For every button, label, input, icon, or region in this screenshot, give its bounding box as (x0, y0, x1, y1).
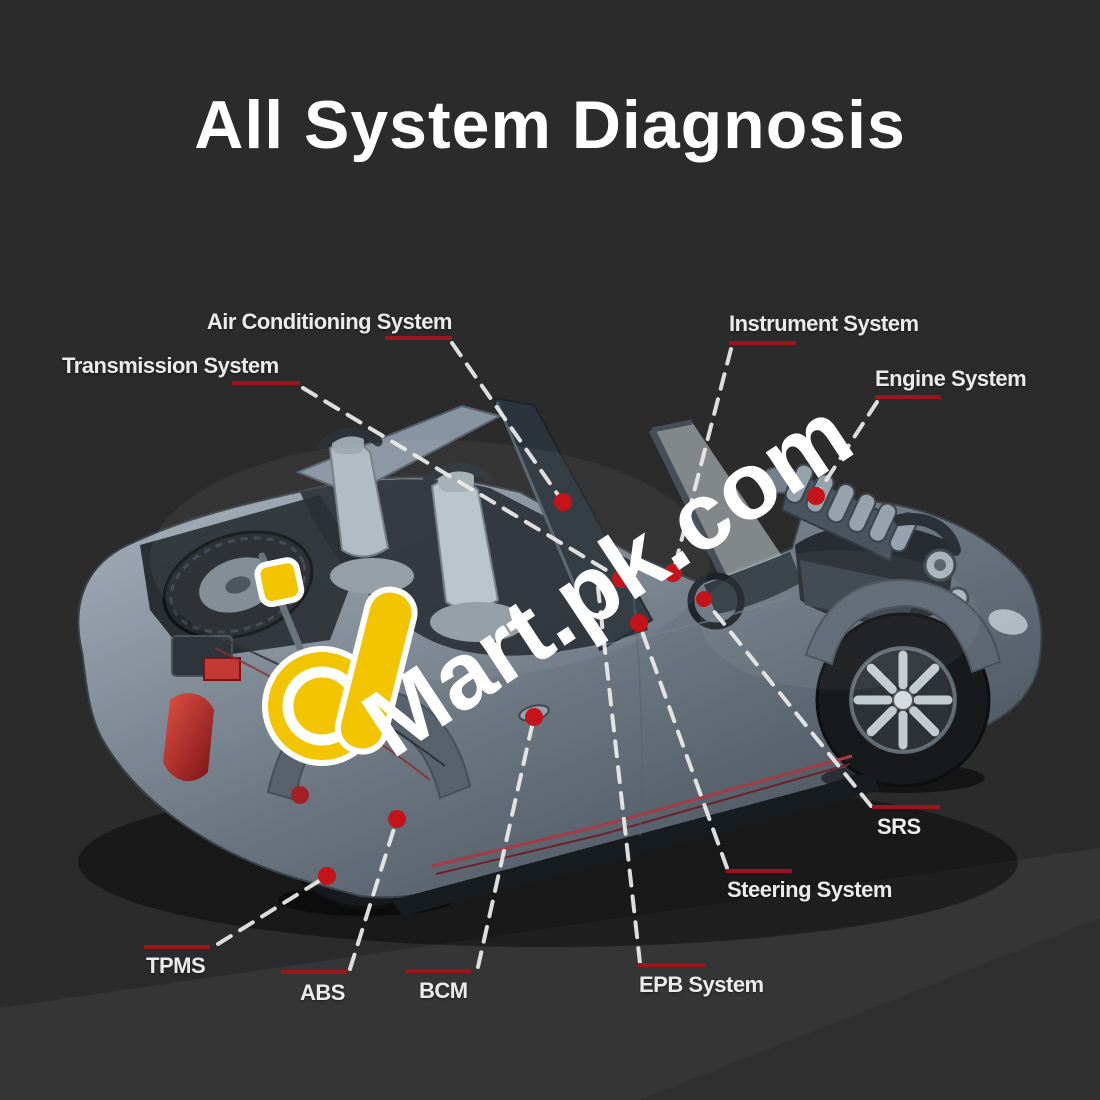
callout-line-steering (637, 621, 729, 870)
callout-line-air-conditioning (450, 341, 565, 504)
callout-underline-abs (281, 970, 347, 974)
steering-wheel (687, 572, 745, 630)
callout-underline-instrument (729, 341, 796, 345)
callout-dot-bcm (525, 708, 543, 726)
soft-top-edge (495, 401, 602, 647)
callout-label-transmission: Transmission System (62, 353, 279, 378)
callout-label-tpms: TPMS (146, 953, 206, 978)
callout-dots (318, 487, 825, 885)
spare-tire (162, 530, 314, 640)
watermark-logo (254, 557, 418, 766)
callout-dot-instrument (664, 564, 682, 582)
callout-line-transmission (301, 386, 623, 581)
callout-line-epb (596, 586, 642, 965)
seats (317, 427, 526, 642)
door-crease (559, 595, 791, 653)
callout-dot-steering (630, 614, 648, 632)
side-reflector (291, 786, 309, 804)
brake-line-2 (435, 763, 851, 875)
callout-underline-steering (726, 869, 792, 873)
callout-underline-engine (875, 395, 941, 399)
brake-line (431, 754, 853, 868)
callout-label-abs: ABS (300, 980, 345, 1005)
callout-underline-epb (638, 963, 706, 967)
floor-corner-shade (640, 918, 1100, 1100)
callout-dot-srs (696, 591, 712, 607)
callout-dot-tpms (318, 867, 336, 885)
taillight (163, 693, 214, 782)
callout-underline-bcm (405, 969, 471, 973)
car-body (77, 396, 1043, 916)
callout-dot-abs (388, 810, 406, 828)
callout-label-instrument: Instrument System (729, 311, 919, 336)
callout-underline-transmission (232, 381, 300, 385)
callout-line-srs (702, 597, 873, 808)
callout-underline-tpms (144, 945, 210, 949)
callout-line-tpms (216, 874, 329, 946)
dashboard (704, 552, 802, 614)
callout-line-instrument (671, 347, 733, 575)
callout-label-epb: EPB System (639, 972, 764, 997)
page-title: All System Diagnosis (194, 87, 906, 163)
sill (392, 772, 880, 916)
callout-underline-air-conditioning (385, 336, 452, 340)
door-cut (629, 564, 643, 837)
callout-label-air-conditioning: Air Conditioning System (206, 309, 453, 334)
callout-line-engine (814, 400, 879, 498)
callout-line-bcm (476, 715, 536, 969)
callout-lines (216, 341, 879, 971)
callout-label-engine: Engine System (875, 366, 1027, 391)
callout-label-steering: Steering System (727, 877, 892, 902)
callout-dot-air-conditioning (554, 493, 572, 511)
headlight (988, 609, 1028, 635)
callout-label-srs: SRS (877, 814, 921, 839)
callout-label-bcm: BCM (419, 978, 468, 1003)
callout-line-abs (348, 817, 399, 971)
front-wheel (804, 578, 1002, 793)
callout-dot-transmission (612, 570, 630, 588)
callout-underline-srs (872, 805, 940, 809)
callout-dot-engine (807, 487, 825, 505)
